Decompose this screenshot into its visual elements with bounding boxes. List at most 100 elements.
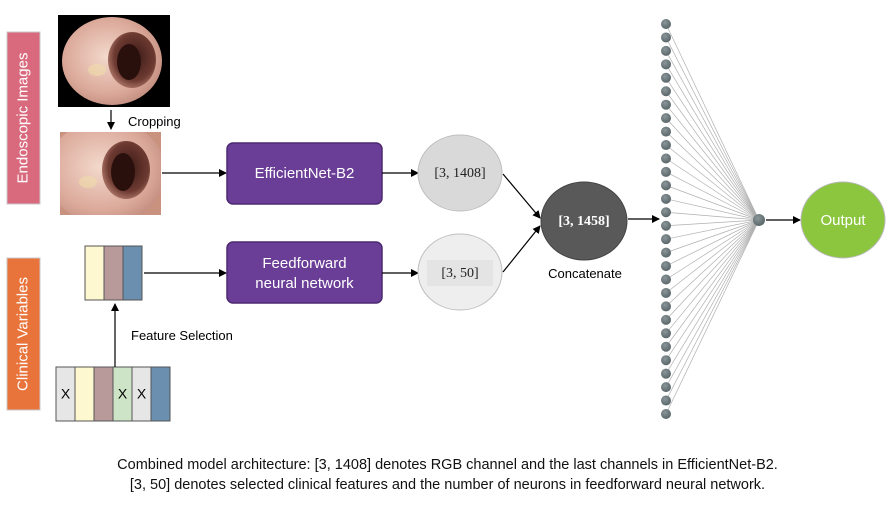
- clinical-features-shape: [3, 50]: [441, 266, 478, 281]
- neuron: [661, 166, 671, 177]
- neuron-connection: [665, 219, 760, 240]
- ffn-label-line2: neural network: [255, 275, 354, 292]
- neuron-connection: [665, 198, 760, 221]
- neuron: [661, 113, 671, 124]
- neuron: [661, 19, 671, 29]
- neuron-connection: [665, 211, 760, 221]
- neuron-connection: [665, 219, 760, 267]
- endoscopic-images-label: Endoscopic Images: [14, 53, 31, 184]
- concatenated-shape: [3, 1458]: [558, 214, 609, 229]
- feature-column: [93, 366, 114, 422]
- neuron-connection: [665, 91, 760, 221]
- neuron-connection: [665, 219, 760, 334]
- neuron: [661, 72, 671, 83]
- feature-selection-label: Feature Selection: [131, 328, 233, 343]
- neuron: [661, 247, 671, 258]
- feature-column: [150, 366, 171, 422]
- efficientnet-label: EfficientNet-B2: [255, 165, 355, 182]
- neuron-connection: [665, 64, 760, 221]
- neuron: [661, 140, 671, 151]
- clinical-features-node: [3, 50]: [417, 233, 503, 311]
- neuron-connection: [665, 185, 760, 221]
- neuron: [661, 86, 671, 97]
- cropped-endoscopic-image: [60, 132, 161, 215]
- neuron: [661, 153, 671, 164]
- feature-mark: X: [61, 386, 71, 402]
- selected-feature-column: [84, 245, 105, 301]
- neuron: [661, 180, 671, 191]
- neuron-connection: [665, 77, 760, 221]
- neuron: [661, 220, 671, 231]
- feature-mark: X: [118, 386, 128, 402]
- aggregation-node: [753, 214, 765, 226]
- neuron: [661, 261, 671, 272]
- neuron: [661, 382, 671, 393]
- neuron-connection: [665, 219, 760, 307]
- feature-column: [74, 366, 95, 422]
- neuron: [661, 341, 671, 352]
- caption-line-1: Combined model architecture: [3, 1408] d…: [117, 457, 778, 473]
- cropping-label: Cropping: [128, 114, 181, 129]
- concatenate-label: Concatenate: [548, 266, 622, 281]
- neuron-connection: [665, 144, 760, 221]
- original-endoscopic-image: [58, 15, 170, 107]
- ffn-label-line1: Feedforward: [262, 255, 346, 272]
- neuron: [661, 207, 671, 218]
- neuron-connection: [665, 219, 760, 401]
- neuron-connection: [665, 219, 760, 321]
- neuron: [661, 409, 671, 419]
- neuron-connection: [665, 104, 760, 221]
- image-features-to-concat-arrow: [502, 173, 541, 219]
- neuron-connection: [665, 219, 760, 415]
- neuron: [661, 45, 671, 56]
- neuron-connection: [665, 158, 760, 221]
- figure-caption: Combined model architecture: [3, 1408] d…: [0, 455, 895, 495]
- clinical-features-to-concat-arrow: [502, 225, 541, 273]
- neuron-connection: [665, 219, 760, 347]
- efficientnet-block: EfficientNet-B2: [226, 142, 383, 205]
- neuron: [661, 355, 671, 366]
- neuron: [661, 59, 671, 70]
- neuron-connection: [665, 171, 760, 221]
- neuron-connection: [665, 219, 760, 280]
- neuron-connection: [665, 219, 760, 253]
- neuron-connection: [665, 219, 760, 361]
- selected-features: [84, 245, 143, 301]
- neuron-connection: [665, 37, 760, 221]
- clinical-variables-tab: Clinical Variables: [6, 257, 41, 411]
- neuron-connection: [665, 117, 760, 221]
- neuron: [661, 126, 671, 137]
- neuron: [661, 99, 671, 110]
- neuron: [661, 287, 671, 298]
- neuron-connection: [665, 23, 760, 221]
- neuron-connection: [665, 219, 760, 227]
- neuron: [661, 32, 671, 43]
- neuron: [661, 274, 671, 285]
- neuron: [661, 301, 671, 312]
- image-features-node: [3, 1408]: [417, 134, 503, 212]
- neuron-connection: [665, 131, 760, 221]
- concatenated-node: [3, 1458]: [540, 181, 628, 261]
- neuron: [661, 395, 671, 406]
- neuron-connection: [665, 219, 760, 374]
- neuron: [661, 328, 671, 339]
- selected-feature-column: [122, 245, 143, 301]
- image-features-shape: [3, 1408]: [434, 166, 485, 181]
- neuron: [661, 314, 671, 325]
- neuron-connection: [665, 50, 760, 221]
- neuron-layer: [661, 19, 671, 419]
- neuron: [661, 234, 671, 245]
- clinical-variables-label: Clinical Variables: [14, 277, 31, 391]
- neuron-connections: [665, 23, 760, 415]
- endoscopic-images-tab: Endoscopic Images: [6, 31, 41, 205]
- neuron-connection: [665, 219, 760, 388]
- ffn-block: Feedforward neural network: [226, 241, 383, 304]
- output-label: Output: [820, 212, 866, 229]
- neuron: [661, 193, 671, 204]
- feature-mark: X: [137, 386, 147, 402]
- neuron: [661, 368, 671, 379]
- selected-feature-column: [103, 245, 124, 301]
- neuron-connection: [665, 219, 760, 294]
